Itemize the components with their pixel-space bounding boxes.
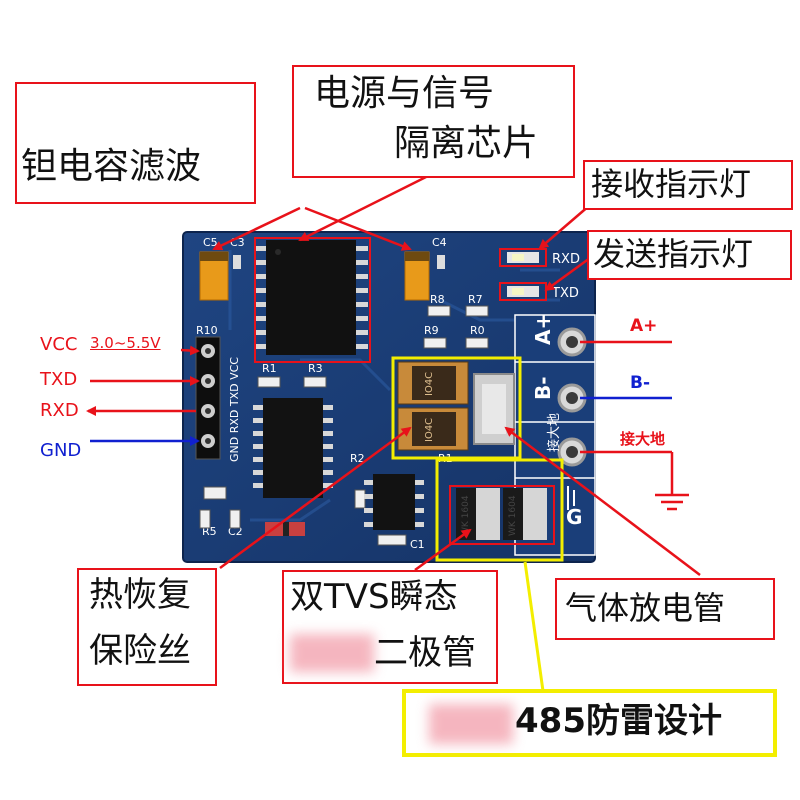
terminal-strip: A+ B- 接大地 G <box>514 313 596 556</box>
blurred-text-2 <box>429 704 513 744</box>
highlight-lightning-box <box>402 689 777 757</box>
silk-term-a: A+ <box>531 313 555 345</box>
pin-rxd-label: RXD <box>40 400 79 421</box>
silk-r3: R3 <box>308 362 323 375</box>
transceiver-chip <box>253 398 333 498</box>
callout-lightning: 485防雷设计 <box>409 696 770 750</box>
callout-isolation-line2: 隔离芯片 <box>394 123 539 164</box>
callout-gas-tube-text: 气体放电管 <box>565 589 726 627</box>
isolation-chip <box>254 237 371 363</box>
callout-fuse-line2: 保险丝 <box>89 631 191 671</box>
callout-tvs: 双TVS瞬态 二极管 <box>282 570 498 684</box>
highlight-tvs <box>435 458 564 562</box>
silk-r0: R0 <box>470 324 485 337</box>
gas-discharge-tube <box>473 373 515 445</box>
terminal-earth-label: 接大地 <box>620 430 666 448</box>
callout-tvs-line2: 二极管 <box>374 633 476 673</box>
smd-resistors <box>199 305 489 546</box>
highlight-protection <box>391 356 522 460</box>
pin-header: GND RXD TXD VCC <box>195 336 241 462</box>
status-leds: RXD TXD <box>499 248 580 301</box>
callout-arrows <box>86 168 701 576</box>
silk-fuse-2: IO4C <box>424 418 435 442</box>
silk-term-g: G <box>566 505 582 529</box>
callout-isolation-line1: 电源与信号 <box>314 73 495 114</box>
callout-tantalum: 钽电容滤波 <box>15 82 256 204</box>
tvs-diodes: WK 1604 WK 1604 <box>449 485 555 545</box>
terminal-b-label: B- <box>630 373 651 393</box>
callout-rx-led-text: 接收指示灯 <box>591 165 752 203</box>
callout-fuse-line1: 热恢复 <box>89 575 191 615</box>
callout-fuse: 热恢复 保险丝 <box>77 568 217 686</box>
silk-txd: TXD <box>551 286 579 301</box>
silk-pin-labels: GND RXD TXD VCC <box>228 357 241 462</box>
smd-diode <box>265 522 305 536</box>
pin-vcc-label: VCC <box>40 334 78 355</box>
blurred-text <box>290 634 374 672</box>
silk-r7: R7 <box>468 293 483 306</box>
silk-rxd: RXD <box>552 252 580 267</box>
silk-r2: R2 <box>350 452 365 465</box>
callout-tx-led: 发送指示灯 <box>587 230 792 280</box>
silk-c1: C1 <box>410 538 425 551</box>
silk-tvs-1: WK 1604 <box>461 495 471 536</box>
callout-isolation: 电源与信号 隔离芯片 <box>292 65 575 178</box>
callout-rx-led: 接收指示灯 <box>583 160 793 210</box>
callout-gas-tube: 气体放电管 <box>555 578 775 640</box>
pin-vcc-range: 3.0~5.5V <box>90 334 161 352</box>
silk-fuse-1: IO4C <box>424 372 435 396</box>
silk-r10: R10 <box>196 324 218 337</box>
callout-tantalum-text: 钽电容滤波 <box>21 146 202 187</box>
tantalum-capacitors: C5 C3 C4 <box>199 236 447 301</box>
pin-txd-label: TXD <box>40 369 78 390</box>
silk-c4: C4 <box>432 236 447 249</box>
callout-lightning-text: 485防雷设计 <box>515 701 722 741</box>
callout-tvs-line1: 双TVS瞬态 <box>290 577 458 617</box>
silk-tvs-2: WK 1604 <box>508 495 518 536</box>
pin-gnd-label: GND <box>40 440 82 461</box>
silk-r9: R9 <box>424 324 439 337</box>
callout-tx-led-text: 发送指示灯 <box>593 235 754 273</box>
small-chip <box>364 474 424 530</box>
silk-r1: R1 <box>262 362 277 375</box>
silk-term-earth: 接大地 <box>546 413 562 452</box>
lightning-pointer <box>523 561 545 692</box>
silk-r8: R8 <box>430 293 445 306</box>
terminal-a-label: A+ <box>630 316 658 336</box>
resistor-group: R8 R7 R9 R0 R1 R3 R2 R1 R5 C2 C1 R10 <box>196 293 485 551</box>
silk-term-b: B- <box>531 376 555 400</box>
